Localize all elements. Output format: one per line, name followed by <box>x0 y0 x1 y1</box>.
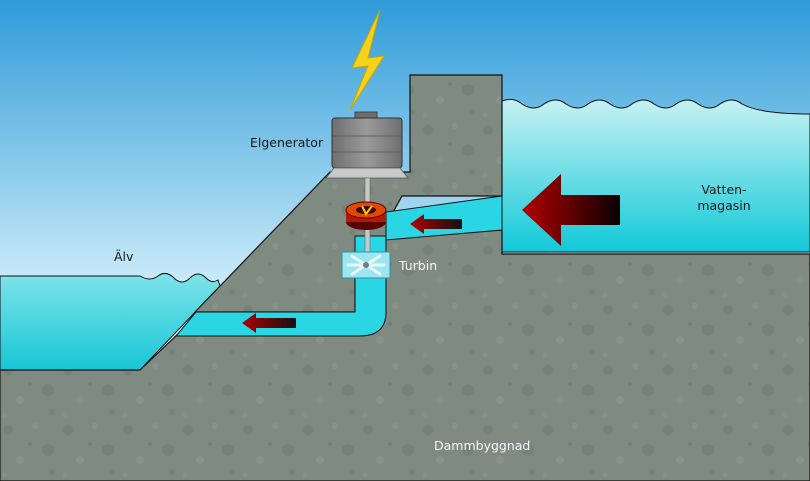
turbine-runner <box>341 251 391 279</box>
generator-label: Elgenerator <box>250 135 324 150</box>
reservoir-label-line1: Vatten- <box>701 182 747 197</box>
dam-label: Dammbyggnad <box>434 438 531 453</box>
outflow-arrow <box>242 313 296 333</box>
reservoir-label-line2: magasin <box>697 197 751 213</box>
river-label: Älv <box>114 249 134 264</box>
inflow-arrow-large <box>522 174 620 246</box>
river-water <box>0 272 221 371</box>
turbine-label: Turbin <box>399 258 438 273</box>
spiral-casing <box>345 201 387 230</box>
reservoir-label: Vatten- magasin <box>692 182 756 213</box>
generator <box>325 111 409 179</box>
lightning-bolt-icon <box>349 9 385 111</box>
penstock-flow-arrow <box>410 214 462 234</box>
